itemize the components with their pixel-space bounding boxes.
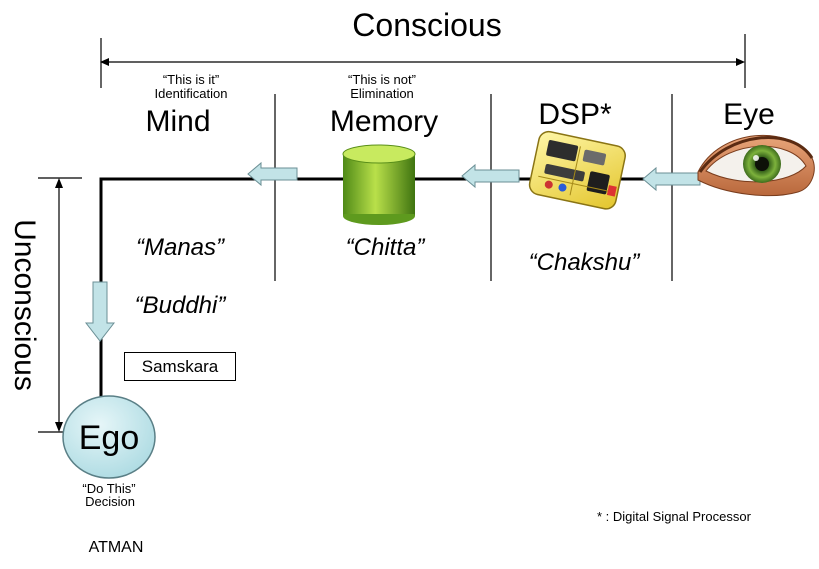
conscious-span-arrow [100, 34, 746, 88]
cylinder-icon [342, 144, 416, 225]
unconscious-span-arrow [38, 177, 82, 433]
memory-sanskrit: “Chitta” [345, 234, 425, 261]
conscious-label: Conscious [352, 7, 502, 43]
ego-subtitle: Decision [85, 494, 135, 509]
dsp-title: DSP* [538, 98, 612, 131]
samskara-box: Samskara [124, 352, 236, 381]
circuit-board-icon [528, 130, 626, 210]
eye-title: Eye [723, 98, 775, 131]
flow-arrow-mind-to-ego [84, 281, 116, 342]
memory-quote: “This is not” [348, 72, 416, 87]
eye-icon [697, 134, 815, 197]
memory-subtitle: Elimination [350, 86, 414, 101]
mind-subtitle: Identification [154, 86, 228, 101]
buddhi-label: “Buddhi” [134, 292, 226, 319]
memory-title: Memory [329, 105, 439, 138]
mind-title: Mind [145, 105, 211, 138]
ego-quote: “Do This” [82, 481, 136, 496]
unconscious-label: Unconscious [8, 219, 41, 391]
atman-label: ATMAN [88, 539, 144, 556]
mind-quote: “This is it” [162, 72, 220, 87]
ego-label: Ego [78, 418, 140, 457]
mind-sanskrit: “Manas” [135, 234, 225, 261]
flow-arrow-memory-to-mind [247, 161, 298, 187]
dsp-sanskrit: “Chakshu” [528, 249, 640, 276]
flow-arrow-dsp-to-memory [461, 163, 520, 189]
ego-ellipse [62, 395, 156, 479]
footnote: * : Digital Signal Processor [597, 509, 751, 524]
